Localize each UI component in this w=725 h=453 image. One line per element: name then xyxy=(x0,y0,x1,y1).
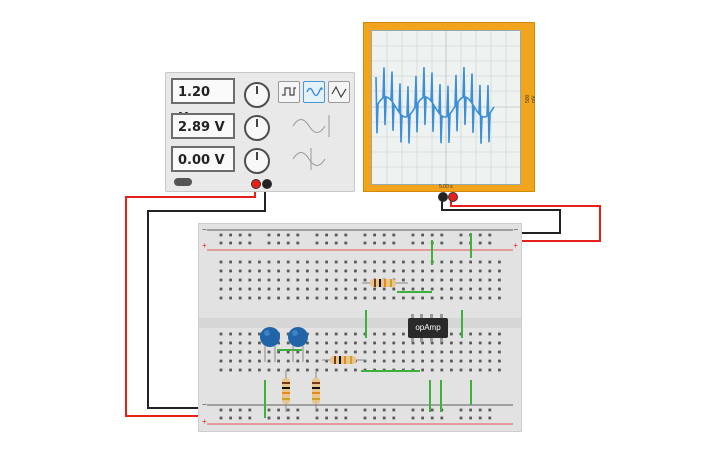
sine-wave-icon xyxy=(306,87,323,97)
amplitude-wave-icon xyxy=(292,115,330,137)
rail-plus-bottom: + xyxy=(202,417,207,426)
power-switch[interactable] xyxy=(174,178,192,186)
black-wire-generator xyxy=(147,185,266,409)
square-wave-icon xyxy=(282,87,296,96)
offset-knob[interactable] xyxy=(244,148,270,174)
red-wire-generator xyxy=(125,185,256,417)
offset-display: 0.00 V xyxy=(171,146,235,172)
breadboard-holes xyxy=(199,229,521,425)
black-wire-scope xyxy=(441,193,561,234)
offset-wave-icon xyxy=(292,148,326,170)
oscilloscope-trace xyxy=(372,31,520,184)
amplitude-knob[interactable] xyxy=(244,115,270,141)
rail-minus-bottom: − xyxy=(202,400,207,409)
triangle-wave-icon xyxy=(331,85,347,99)
resistor-vertical-right xyxy=(312,370,320,412)
breadboard: − + − + − + xyxy=(198,223,522,432)
frequency-display: 1.20 Hz xyxy=(171,78,235,126)
amplitude-display: 2.89 V xyxy=(171,113,235,139)
opamp-pins xyxy=(411,314,443,342)
triangle-wave-button[interactable] xyxy=(328,81,350,103)
rail-minus-top: − xyxy=(202,225,207,234)
opamp-chip[interactable]: opAmp xyxy=(408,318,448,338)
scope-negative-terminal[interactable] xyxy=(438,192,448,202)
time-scale-label: 5.00 s xyxy=(439,184,453,190)
negative-terminal[interactable] xyxy=(262,179,272,189)
square-wave-button[interactable] xyxy=(278,81,300,103)
rail-plus-top: + xyxy=(202,241,207,250)
scope-positive-terminal[interactable] xyxy=(448,192,458,202)
function-generator: 1.20 Hz 2.89 V 0.00 V xyxy=(165,72,355,192)
resistor-middle xyxy=(322,356,366,364)
positive-terminal[interactable] xyxy=(251,179,261,189)
capacitor-left xyxy=(260,327,280,362)
rail-plus-top-right: + xyxy=(513,241,518,250)
resistor-top xyxy=(362,279,408,287)
rail-minus-top-right: − xyxy=(513,225,518,234)
resistor-vertical-left xyxy=(282,370,290,412)
capacitor-right xyxy=(288,327,308,362)
sine-wave-button[interactable] xyxy=(303,81,325,103)
frequency-knob[interactable] xyxy=(244,82,270,108)
opamp-label: opAmp xyxy=(415,323,441,332)
oscilloscope-screen xyxy=(371,30,521,185)
oscilloscope: 500 mV 5.00 s xyxy=(363,22,537,202)
jumper-wires xyxy=(264,233,472,418)
